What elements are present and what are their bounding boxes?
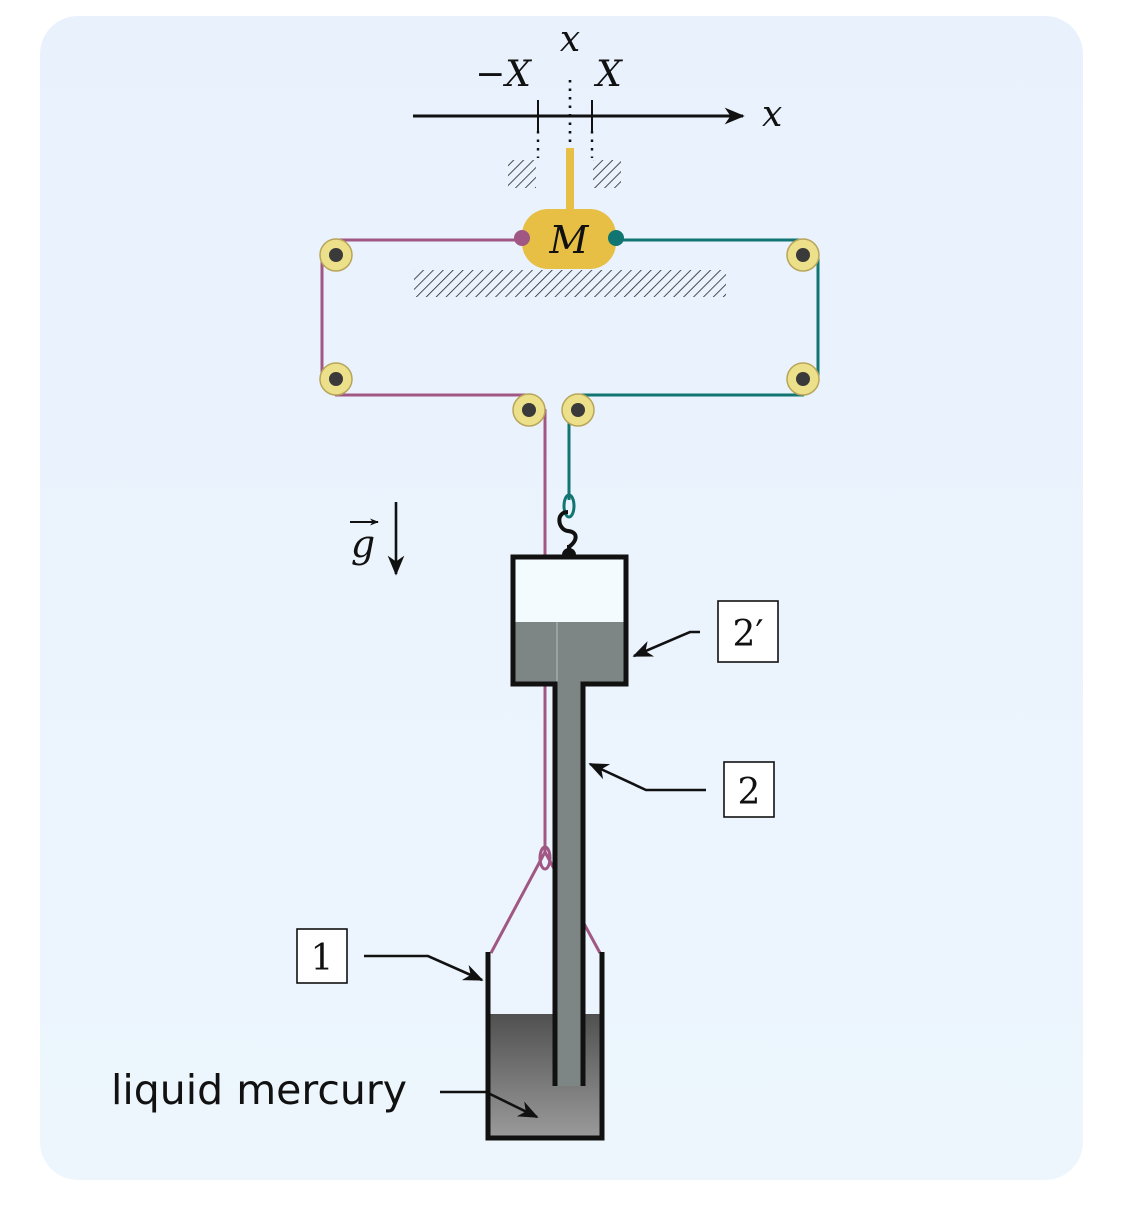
label-2prime-box (717, 600, 779, 663)
reservoir-air (513, 557, 626, 622)
pulley-icon (561, 393, 595, 427)
pos-limit-label: X (593, 54, 623, 95)
mass-label: M (549, 218, 590, 262)
reservoir-liquid (513, 622, 626, 683)
pulley-icon (319, 238, 353, 272)
label-2prime: 2′ (632, 600, 779, 663)
tube-outline (510, 554, 629, 1086)
cup-outline (485, 952, 605, 1141)
upper-reservoir (513, 557, 626, 683)
stem-in-mercury (557, 1014, 583, 1086)
left-attach-dot (514, 230, 530, 246)
label-1-arrow (364, 954, 484, 982)
label-2prime-arrow (632, 630, 700, 658)
pulley-icon (786, 238, 820, 272)
pulley-icon (786, 362, 820, 396)
label-1: 1 (296, 928, 484, 984)
x-axis: x x −X X (413, 19, 782, 158)
axis-right-label: x (762, 94, 782, 135)
label-2-text: 2 (738, 772, 761, 813)
mass-body (522, 209, 616, 269)
pulleys (319, 238, 820, 427)
mass-pointer-rod (566, 148, 574, 212)
gravity-indicator: g (350, 502, 405, 576)
mercury-label: liquid mercury (111, 1066, 407, 1114)
pulley-icon (512, 393, 546, 427)
left-stop-hatch (508, 160, 536, 188)
neg-limit-label: −X (475, 54, 532, 95)
mercury-arrow (440, 1090, 539, 1119)
ground-hatch (414, 270, 726, 297)
label-2prime-text: 2′ (732, 614, 763, 655)
label-mercury: liquid mercury (111, 1066, 539, 1119)
label-2-arrow (588, 762, 706, 792)
label-2-box (723, 761, 775, 818)
right-stop-hatch (593, 160, 621, 188)
gravity-label: g (351, 522, 375, 566)
axis-top-label: x (560, 19, 580, 60)
pulley-icon (319, 362, 353, 396)
label-1-box (296, 928, 348, 984)
label-2: 2 (588, 761, 775, 818)
right-attach-dot (608, 230, 624, 246)
label-1-text: 1 (311, 938, 334, 979)
mass-block: M (514, 209, 624, 269)
